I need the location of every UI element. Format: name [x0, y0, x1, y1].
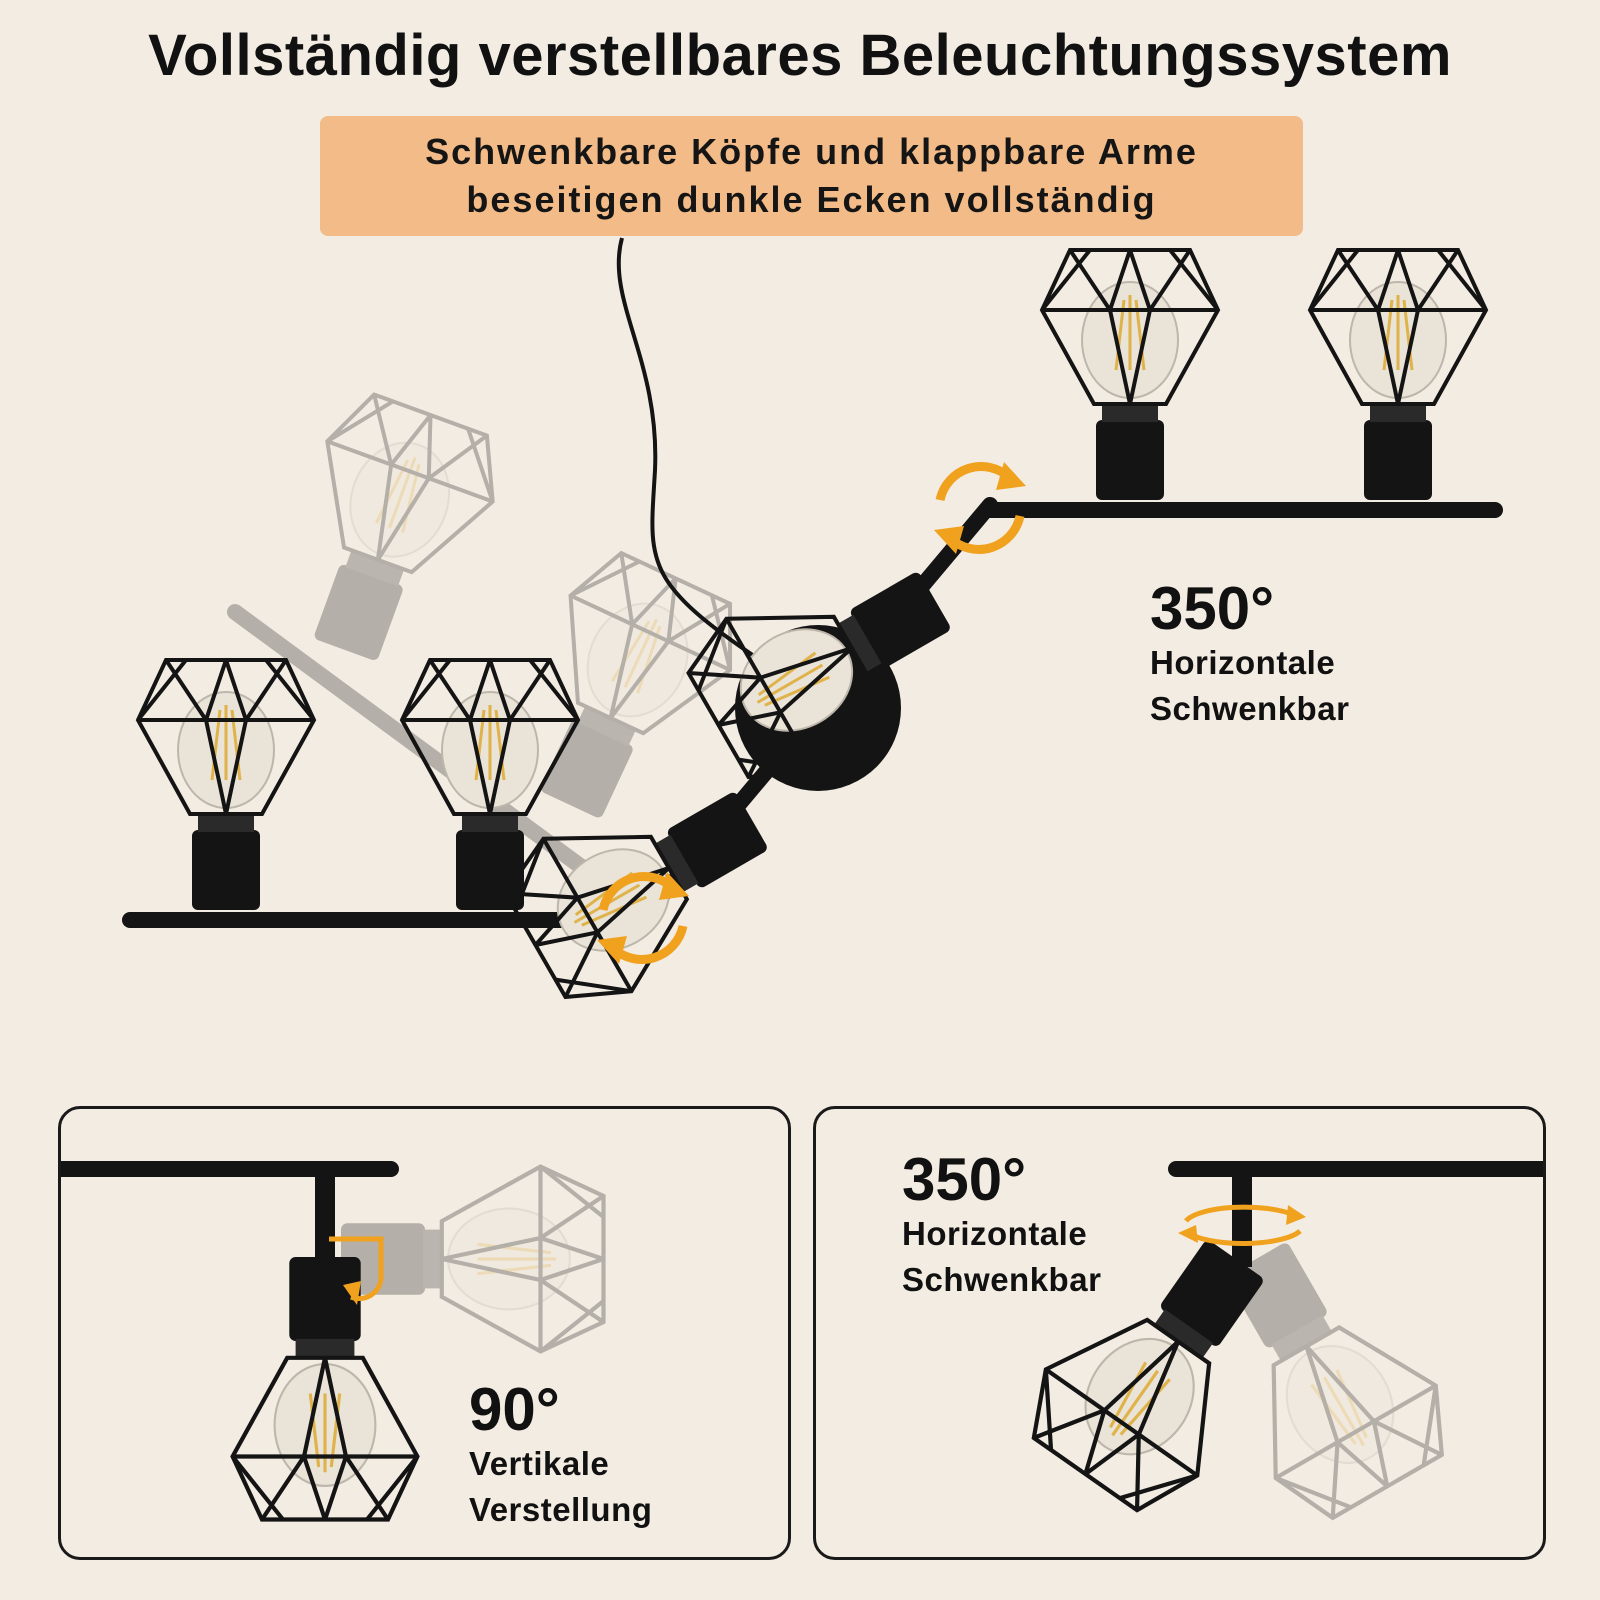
- vertical-adjust-panel: 90° Vertikale Verstellung: [58, 1106, 791, 1560]
- swivel-label: 350° Horizontale Schwenkbar: [902, 1149, 1101, 1303]
- page-title: Vollständig verstellbares Beleuchtungssy…: [148, 23, 1452, 88]
- main-line-2: Schwenkbar: [1150, 690, 1350, 727]
- vertical-line-2: Verstellung: [469, 1491, 653, 1528]
- lamp-illustration: [122, 237, 1503, 1024]
- main-degrees: 350°: [1150, 575, 1275, 642]
- main-rotation-label: 350° Horizontale Schwenkbar: [1150, 578, 1349, 732]
- vertical-line-1: Vertikale: [469, 1445, 610, 1482]
- banner-line-1: Schwenkbare Köpfe und klappbare Arme: [425, 131, 1198, 172]
- banner-line-2: beseitigen dunkle Ecken vollständig: [466, 179, 1157, 220]
- feature-banner: Schwenkbare Köpfe und klappbare Arme bes…: [320, 116, 1303, 236]
- horizontal-swivel-illustration: [816, 1161, 1543, 1557]
- vertical-degrees: 90°: [469, 1376, 560, 1443]
- swivel-arrows-icon: [1178, 1204, 1306, 1246]
- pivot-arrow-icon: [329, 1236, 384, 1305]
- swivel-degrees: 350°: [902, 1146, 1027, 1213]
- horizontal-swivel-panel: 350° Horizontale Schwenkbar: [813, 1106, 1546, 1560]
- swivel-line-2: Schwenkbar: [902, 1261, 1102, 1298]
- ghost-position: [227, 382, 758, 918]
- vertical-adjust-illustration: [61, 1161, 788, 1557]
- vertical-label: 90° Vertikale Verstellung: [469, 1379, 652, 1533]
- main-line-1: Horizontale: [1150, 644, 1336, 681]
- swivel-line-1: Horizontale: [902, 1215, 1088, 1252]
